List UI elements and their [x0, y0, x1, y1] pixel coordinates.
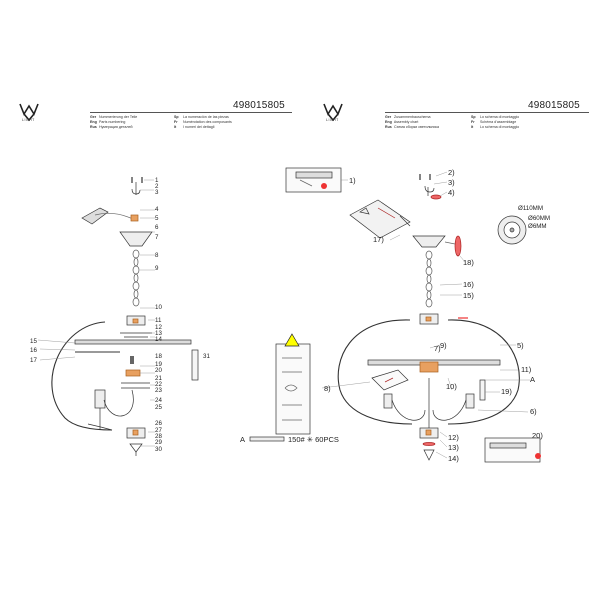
legend-row: Rus Схема сборки светильника	[385, 125, 440, 130]
step-label: 2)	[448, 168, 455, 177]
legend-row: Fr Schéma d'assemblage	[471, 120, 517, 125]
crystal-count: 150# ✳ 60PCS	[288, 435, 339, 444]
article-number: 498015805	[233, 100, 285, 111]
step-label: 10)	[446, 382, 457, 391]
dimension-label: Ø6MM	[528, 223, 547, 230]
step-label: 14)	[448, 454, 459, 463]
assembly-chart-sheet: LIGHT 498015805 Ger Zusammenbauschema En…	[300, 0, 600, 600]
step-label: 3)	[448, 178, 455, 187]
step-label: 1)	[349, 176, 356, 185]
part-number-labels: 1 2 3 4 5 6 7 8 9 10 11 12 13 14 15 16 1…	[30, 177, 210, 453]
part-label: 20	[155, 367, 162, 374]
part-label: 10	[155, 304, 162, 311]
step-label: 8)	[324, 384, 331, 393]
part-label: 23	[155, 387, 162, 394]
diameter-labels: Ø110MM Ø60MM Ø6MM	[518, 205, 550, 230]
step-label: 13)	[448, 443, 459, 452]
parts-numbering-sheet: LIGHT 498015805 Ger Nummerierung der Tei…	[19, 100, 292, 130]
step-label: 18)	[463, 258, 474, 267]
part-label: 25	[155, 404, 162, 411]
assembly-view	[249, 167, 541, 463]
part-label: 27	[155, 427, 162, 434]
part-label: 19	[155, 361, 162, 368]
crystal-quantity-note: A 150# ✳ 60PCS	[240, 435, 339, 444]
part-label: 26	[155, 420, 162, 427]
part-label: 6	[155, 224, 159, 231]
step-label: 4)	[448, 188, 455, 197]
part-label: 5	[155, 215, 159, 222]
brand-logo-icon	[19, 103, 39, 122]
part-label: 11	[155, 317, 162, 324]
legend-row: Ger Zusammenbauschema	[385, 115, 431, 119]
step-label: 19)	[501, 387, 512, 396]
part-label: 1	[155, 177, 159, 184]
part-label: 3	[155, 189, 159, 196]
brand-text: LIGHT	[326, 118, 339, 122]
part-label: 7	[155, 234, 159, 241]
part-label: 2	[155, 183, 159, 190]
part-label: 22	[155, 381, 162, 388]
header-divider	[385, 112, 589, 113]
legend-row: It I numeri dei dettagli	[174, 125, 215, 130]
step-label: 9)	[440, 341, 447, 350]
dimension-label: Ø60MM	[528, 215, 550, 222]
part-label: 21	[155, 375, 162, 382]
step-label: 17)	[373, 235, 384, 244]
part-label: 31	[203, 353, 210, 360]
part-label: 15	[30, 338, 37, 345]
assembly-step-labels: 1) 2) 3) 4) 5) 6) 7) 8) 9) 10) 11) 12) 1…	[324, 168, 543, 463]
crystal-letter: A	[240, 435, 245, 444]
legend-row: Eng Assembly chart	[385, 120, 419, 125]
dimension-label: Ø110MM	[518, 205, 543, 212]
step-label: 20)	[532, 431, 543, 440]
legend-row: Sp Lo schema di montaggio	[471, 115, 520, 119]
part-label: 17	[30, 357, 37, 364]
part-label: 18	[155, 353, 162, 360]
step-label: 12)	[448, 433, 459, 442]
step-label: A	[530, 375, 535, 384]
legend-row: Rus Нумерация деталей	[90, 125, 133, 130]
step-label: 5)	[517, 341, 524, 350]
part-label: 8	[155, 252, 159, 259]
part-label: 4	[155, 206, 159, 213]
part-label: 12	[155, 324, 162, 331]
legend-row: Sp La numeración de las piezas	[174, 115, 229, 119]
part-label: 16	[30, 347, 37, 354]
exploded-parts-view	[37, 177, 199, 456]
step-label: 16)	[463, 280, 474, 289]
step-label: 15)	[463, 291, 474, 300]
article-number: 498015805	[528, 100, 580, 111]
part-label: 28	[155, 433, 162, 440]
part-label: 29	[155, 439, 162, 446]
part-label: 30	[155, 446, 162, 453]
header-divider	[90, 112, 292, 113]
step-label: 7)	[434, 344, 441, 353]
step-label: 11)	[521, 365, 532, 374]
part-label: 13	[155, 330, 162, 337]
part-label: 24	[155, 397, 162, 404]
brand-logo-icon	[323, 103, 343, 122]
legend-row: Fr Numérotation des composants	[174, 120, 232, 125]
step-label: 6)	[530, 407, 537, 416]
legend-row: It Lo schema di montaggio	[471, 125, 520, 130]
legend-row: Eng Parts numbering	[90, 120, 126, 125]
part-label: 9	[155, 265, 159, 272]
legend-row: Ger Nummerierung der Teile	[90, 115, 138, 119]
part-label: 14	[155, 336, 162, 343]
brand-text: LIGHT	[22, 118, 35, 122]
